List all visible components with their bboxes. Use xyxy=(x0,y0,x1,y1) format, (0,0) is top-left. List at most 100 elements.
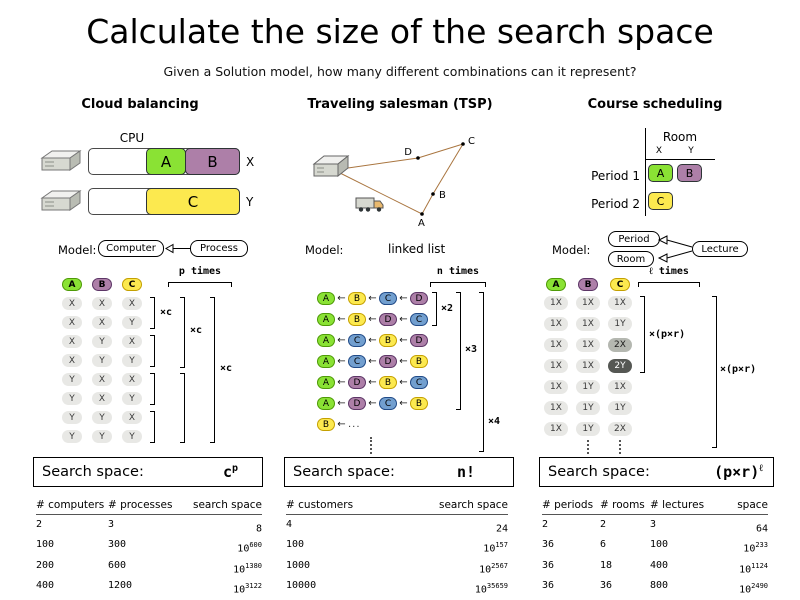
model-label: Model: xyxy=(58,243,97,257)
grid-cell: X xyxy=(92,297,112,310)
process-b-block: B xyxy=(185,148,240,175)
timetable-vline xyxy=(645,128,646,216)
room-x-label: X xyxy=(655,146,663,156)
model-label: Model: xyxy=(552,243,591,257)
grid-cell: Y xyxy=(122,392,142,405)
process-class-box: Process xyxy=(190,240,248,257)
city-dot xyxy=(461,142,465,146)
node-pill: A xyxy=(317,355,335,368)
n-times-label: n times xyxy=(436,266,480,277)
page-subtitle: Given a Solution model, how many differe… xyxy=(163,64,637,79)
grid-cell: X xyxy=(92,373,112,386)
search-space-value: 102490 xyxy=(739,581,768,596)
heading-tsp: Traveling salesman (TSP) xyxy=(307,97,493,112)
left-arrow-icon: ← xyxy=(399,398,408,409)
computer-y-label: Y xyxy=(246,195,254,209)
grid-cell-highlight: 2Y xyxy=(608,359,632,373)
grid-cell: Y xyxy=(62,430,82,443)
bracket-pair xyxy=(150,411,155,443)
search-space-value: 101124 xyxy=(739,561,768,575)
left-arrow-icon: ← xyxy=(399,335,408,346)
node-pill: C xyxy=(379,397,397,410)
cell: 10000 xyxy=(286,579,317,591)
search-space-formula: n! xyxy=(456,463,475,481)
cell: 3 xyxy=(650,519,657,530)
chain-row: B← ... xyxy=(317,418,361,431)
left-arrow-icon: ← xyxy=(337,314,346,325)
period-2-label: Period 2 xyxy=(591,197,640,211)
city-dot xyxy=(420,212,424,216)
node-pill: A xyxy=(317,376,335,389)
lecture-a-block: A xyxy=(648,164,673,182)
bracket-quad xyxy=(180,297,185,368)
grid-cell: Y xyxy=(92,335,112,348)
grid-cell: 1X xyxy=(576,338,600,352)
grid-cell: X xyxy=(92,392,112,405)
node-pill: A xyxy=(317,334,335,347)
node-pill: C xyxy=(410,313,428,326)
node-pill: C xyxy=(348,355,366,368)
bracket-x4 xyxy=(479,292,484,452)
grid-cell: X xyxy=(122,411,142,424)
grid-cell: 1X xyxy=(576,317,600,331)
cell: 3 xyxy=(108,519,115,530)
heading-cloud-balancing: Cloud balancing xyxy=(81,97,199,112)
model-label: Model: xyxy=(305,243,344,257)
node-pill: D xyxy=(348,397,366,410)
node-pill: B xyxy=(317,418,335,431)
node-pill: B xyxy=(379,334,397,347)
bracket-pair xyxy=(150,297,155,329)
mult-label: ×(p×r) xyxy=(649,329,686,340)
cell: 200 xyxy=(36,559,55,571)
node-pill: C xyxy=(379,292,397,305)
search-space-value: 64 xyxy=(755,523,768,535)
cell: 18 xyxy=(600,559,613,571)
grid-cell: 1X xyxy=(576,296,600,310)
entity-pill-a: A xyxy=(546,278,566,291)
cell: 36 xyxy=(542,559,555,571)
room-header: Room xyxy=(662,130,698,144)
search-space-value: 24 xyxy=(495,523,508,535)
mult-label: ×c xyxy=(190,325,203,336)
cloud-stats-table: # computers # processes search space 2 3… xyxy=(36,498,262,597)
l-times-label: ℓ times xyxy=(649,266,689,277)
cell: 300 xyxy=(108,539,127,551)
column-header: search space xyxy=(398,498,508,515)
node-pill: D xyxy=(410,292,428,305)
room-y-label: Y xyxy=(688,146,694,156)
vertical-dots xyxy=(619,440,621,454)
grid-cell-highlight: 2X xyxy=(608,338,632,352)
search-space-label: Search space: xyxy=(548,464,650,480)
ellipsis: ... xyxy=(348,419,361,430)
search-space-box: Search space: (p×r)ℓ xyxy=(539,457,774,487)
model-value: linked list xyxy=(388,242,446,256)
bracket-all xyxy=(210,297,215,443)
left-arrow-icon: ← xyxy=(368,335,377,346)
left-arrow-icon: ← xyxy=(368,293,377,304)
search-space-value: 10233 xyxy=(743,541,768,555)
chain-row: A← C← B← D xyxy=(317,334,428,347)
left-arrow-icon: ← xyxy=(399,377,408,388)
search-space-label: Search space: xyxy=(42,464,144,480)
grid-cell: 1Y xyxy=(608,317,632,331)
lecture-c-block: C xyxy=(648,192,673,210)
grid-cell: X xyxy=(122,297,142,310)
left-arrow-icon: ← xyxy=(368,398,377,409)
city-dot xyxy=(416,156,420,160)
cell: 800 xyxy=(650,579,669,591)
left-arrow-icon: ← xyxy=(337,377,346,388)
bracket-pxr-all xyxy=(712,296,717,448)
entity-pill-b: B xyxy=(92,278,112,291)
search-space-formula: cp xyxy=(222,463,238,481)
search-space-formula: (p×r)ℓ xyxy=(714,463,763,481)
grid-cell: 1X xyxy=(608,380,632,394)
process-a-block: A xyxy=(146,148,186,175)
node-pill: B xyxy=(348,292,366,305)
bracket-pair xyxy=(150,373,155,405)
grid-cell: Y xyxy=(122,430,142,443)
grid-cell: 1X xyxy=(544,380,568,394)
left-arrow-icon: ← xyxy=(399,314,408,325)
